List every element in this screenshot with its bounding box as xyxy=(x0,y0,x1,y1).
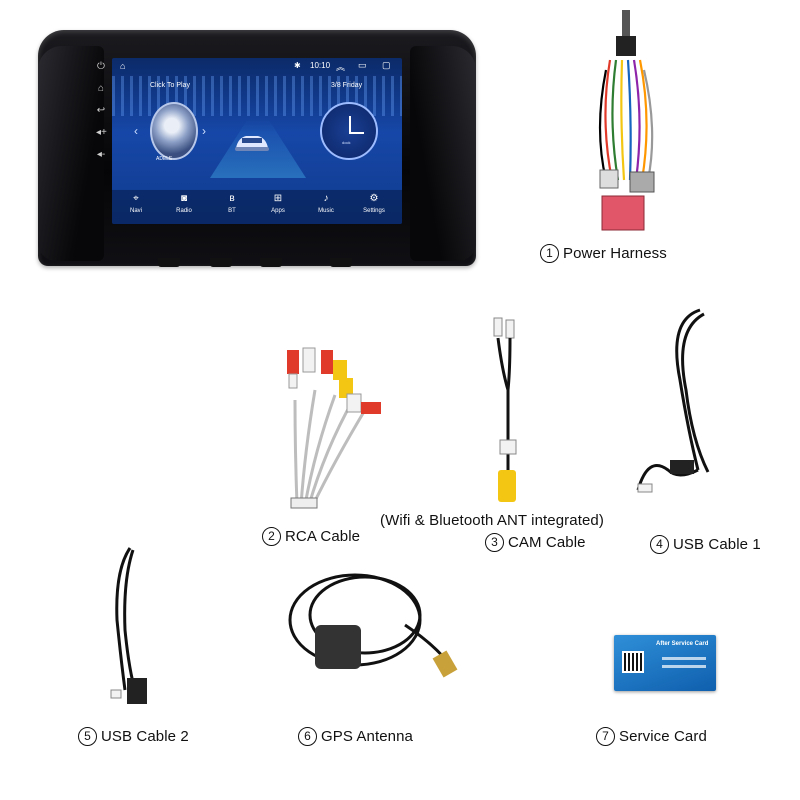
chevron-right-icon[interactable]: › xyxy=(202,124,206,138)
usb-cable-2-image xyxy=(110,547,147,704)
power-harness-image xyxy=(598,10,655,231)
album-name: ADELE xyxy=(156,156,173,162)
clock-brand: dock xyxy=(342,140,351,145)
gps-antenna-image xyxy=(288,573,458,678)
album-art[interactable] xyxy=(150,102,198,160)
service-card-title: After Service Card xyxy=(656,641,709,647)
item-number: 1 xyxy=(540,244,559,263)
power-key-icon[interactable]: ⏻ xyxy=(97,61,105,72)
dock-item-apps[interactable]: ⊞ Apps xyxy=(258,192,298,214)
app-dock: ⌖ Navi ◙ Radio ʙ BT ⊞ Apps ♪ Music ⚙ Set… xyxy=(112,190,402,224)
item-number: 4 xyxy=(650,535,669,554)
settings-gear-icon: ⚙ xyxy=(369,193,379,204)
qr-code-icon xyxy=(622,651,644,673)
dock-item-navi[interactable]: ⌖ Navi xyxy=(116,192,156,214)
dock-item-settings[interactable]: ⚙ Settings xyxy=(354,192,394,214)
date-label: 3/8 Friday xyxy=(331,82,363,89)
status-bar: ⌂ ✱ 10:10 ︽ ▭ ▢ xyxy=(112,58,402,74)
item-number: 5 xyxy=(78,727,97,746)
chevron-left-icon[interactable]: ‹ xyxy=(134,124,138,138)
navigation-pin-icon: ⌖ xyxy=(133,193,139,204)
head-unit-screen: ⌂ ✱ 10:10 ︽ ▭ ▢ Click To Play 3/8 Friday… xyxy=(112,58,402,224)
item-number: 7 xyxy=(596,727,615,746)
item-number: 3 xyxy=(485,533,504,552)
back-key-icon[interactable]: ↩ xyxy=(96,105,106,116)
rca-cable-image xyxy=(287,347,381,509)
dock-item-music[interactable]: ♪ Music xyxy=(306,192,346,214)
dock-item-radio[interactable]: ◙ Radio xyxy=(164,192,204,214)
wifi-bt-note: (Wifi & Bluetooth ANT integrated) xyxy=(380,512,604,529)
bluetooth-signal-icon: ✱ xyxy=(294,61,301,70)
service-card-image: After Service Card xyxy=(614,635,716,691)
usb-cable-1-image xyxy=(636,308,710,493)
head-unit-mount-tabs xyxy=(150,258,370,268)
home-key-icon[interactable]: ⌂ xyxy=(97,83,105,94)
recent-apps-icon[interactable]: ▭ xyxy=(358,60,367,70)
status-time: 10:10 xyxy=(310,61,331,70)
apps-grid-icon: ⊞ xyxy=(273,193,283,204)
volume-up-key-icon[interactable]: ◂+ xyxy=(96,127,107,138)
window-icon[interactable]: ▢ xyxy=(382,60,391,70)
radio-icon: ◙ xyxy=(180,193,188,204)
item-number: 6 xyxy=(298,727,317,746)
head-unit-right-wing xyxy=(410,46,476,261)
cam-cable-image xyxy=(493,317,517,502)
chevron-up-icon[interactable]: ︽ xyxy=(336,62,346,72)
home-icon[interactable]: ⌂ xyxy=(120,61,126,71)
volume-down-key-icon[interactable]: ◂- xyxy=(96,149,106,160)
bluetooth-icon: ʙ xyxy=(229,193,235,204)
car-icon xyxy=(235,136,269,151)
music-note-icon: ♪ xyxy=(323,193,329,204)
dock-item-bt[interactable]: ʙ BT xyxy=(212,192,252,214)
analog-clock: dock xyxy=(320,102,378,160)
click-to-play-label[interactable]: Click To Play xyxy=(150,82,190,89)
head-unit-left-wing xyxy=(38,46,104,261)
item-number: 2 xyxy=(262,527,281,546)
